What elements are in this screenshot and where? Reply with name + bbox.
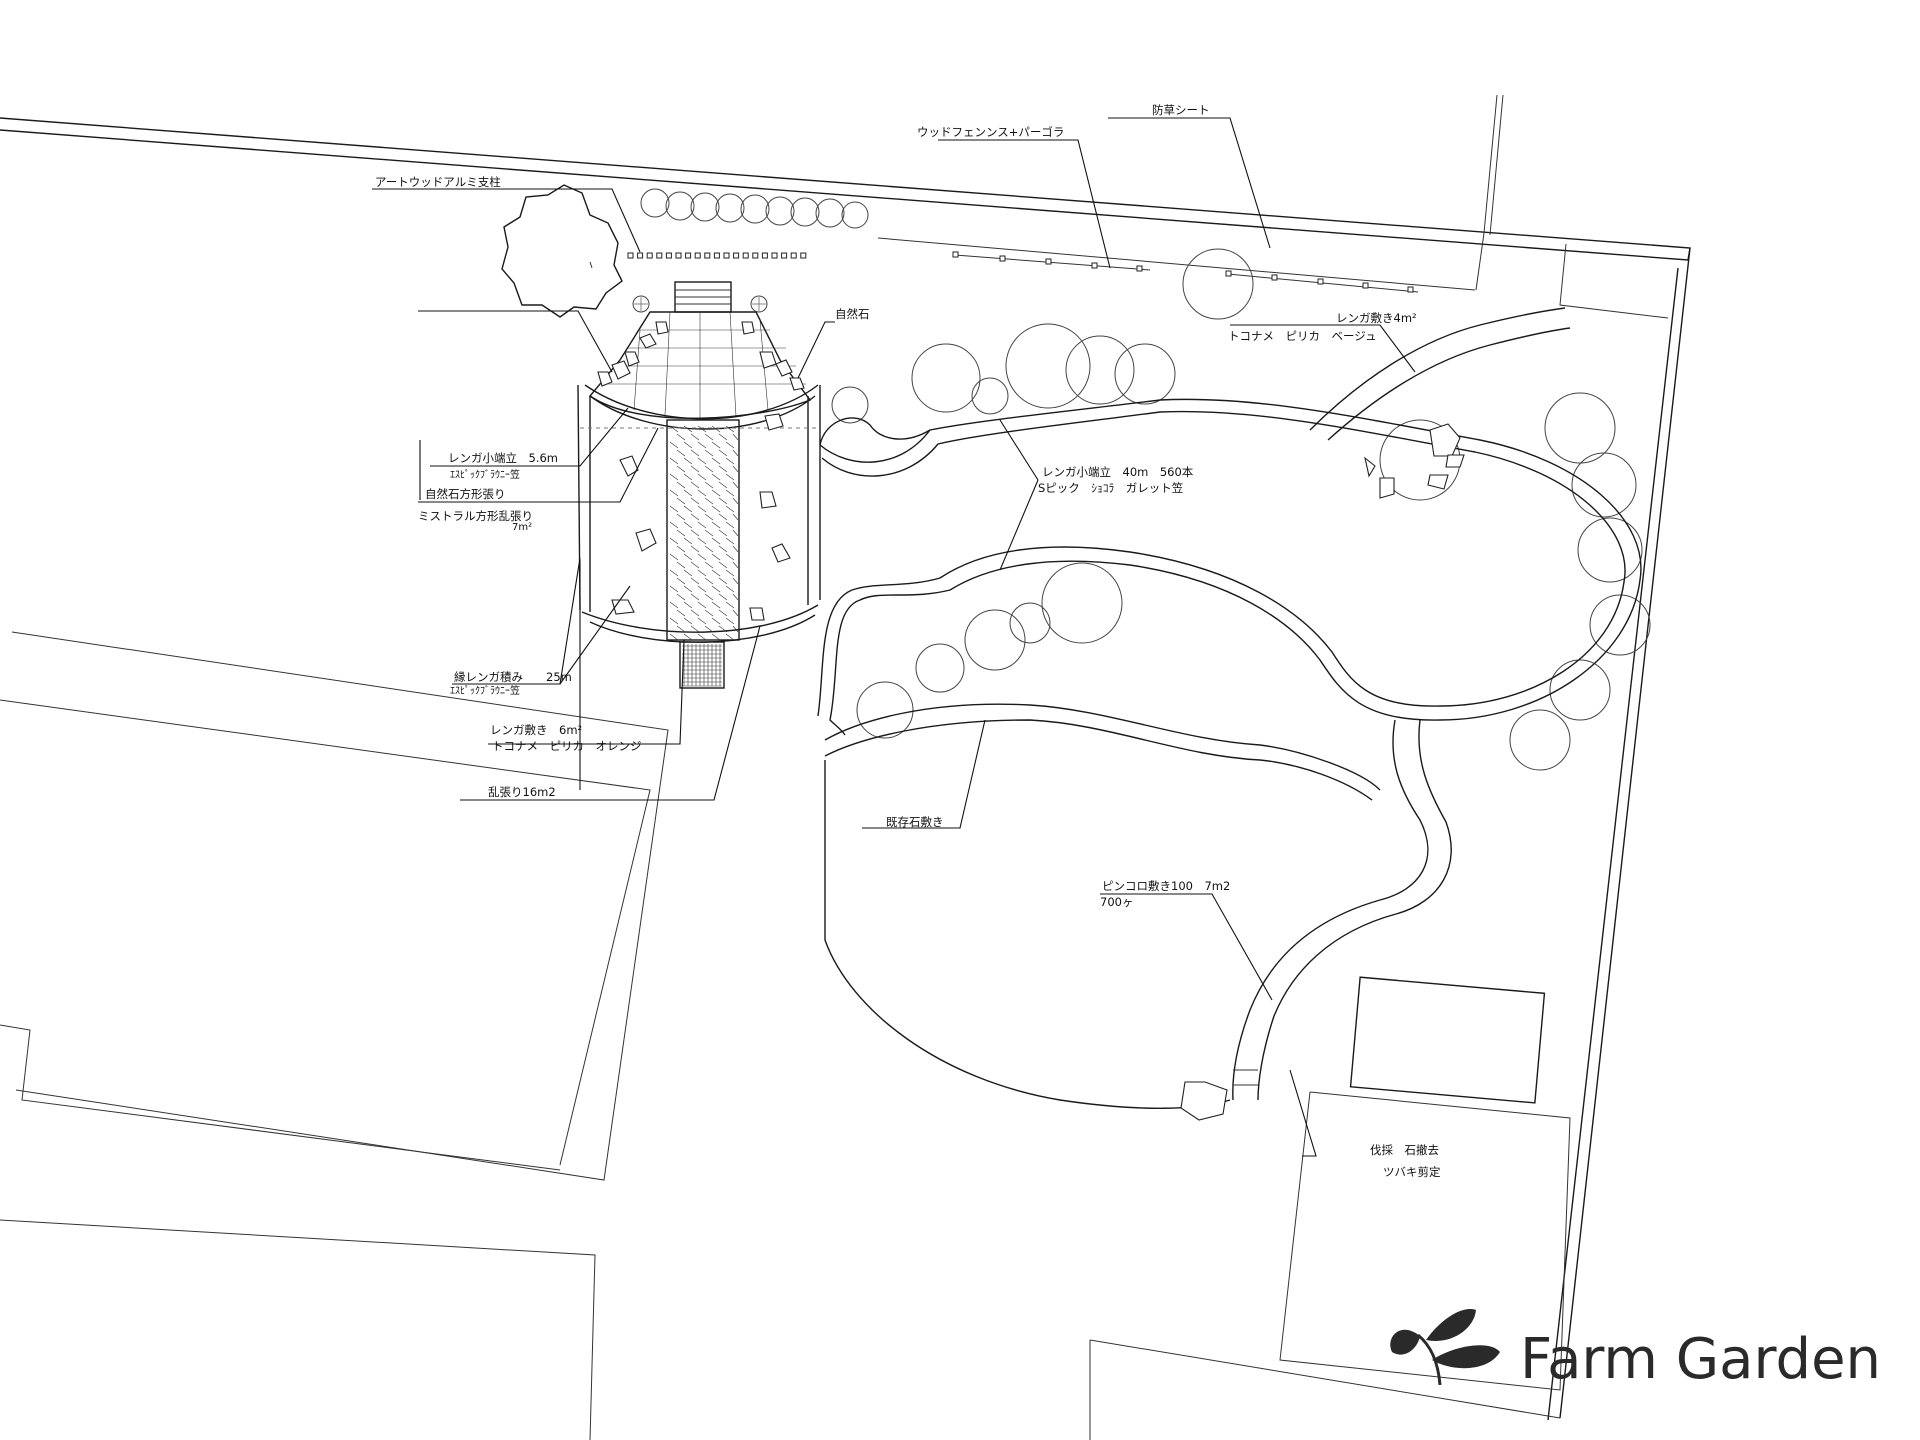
- canopy-trees: [831, 248, 1651, 771]
- wood-fence-pergola: [877, 237, 1476, 293]
- sprout-leaf-icon: [1390, 1309, 1500, 1386]
- pincoro-path: [1232, 719, 1452, 1101]
- label-edge-brick-stack-detail: ｴｽﾋﾟｯｸﾌﾞﾗｳﾆｰ笠: [450, 684, 520, 697]
- label-camellia: ツバキ剪定: [1383, 1165, 1441, 1179]
- storage-shed: [1349, 976, 1546, 1104]
- farm-garden-logo: Farm Garden: [1390, 1309, 1881, 1392]
- label-brick-paving-path: レンガ敷き 6m²: [490, 723, 582, 737]
- label-brick-paving-ne: レンガ敷き4m²: [1336, 311, 1417, 325]
- art-wood-posts: [627, 252, 807, 259]
- label-mistral-area: 7m²: [512, 522, 532, 533]
- label-existing-stone: 既存石敷き: [886, 815, 944, 829]
- label-natural-stone-square: 自然石方形張り: [425, 487, 506, 501]
- label-weed-sheet: 防草シート: [1152, 103, 1210, 117]
- label-wood-fence: ウッドフェンンス+パーゴラ: [917, 125, 1064, 139]
- brick-edged-bed: [817, 398, 1642, 736]
- ne-brick-path: [1309, 307, 1571, 441]
- label-natural-stone: 自然石: [835, 307, 870, 321]
- label-pincoro-count: 700ヶ: [1100, 895, 1133, 909]
- hedge-shrubs: [640, 188, 869, 229]
- label-crazy-paving: 乱張り16m2: [488, 785, 556, 799]
- label-brick-edge-large: レンガ小端立 40m 560本: [1042, 465, 1194, 479]
- label-pincoro: ピンコロ敷き100 7m2: [1102, 879, 1230, 893]
- label-mistral-square: ミストラル方形乱張り: [418, 509, 533, 523]
- natural-stones: [1180, 423, 1465, 1121]
- adjacent-building-outline: [0, 631, 1571, 1440]
- label-edge-brick-stack: 縁レンガ積み 25m: [454, 670, 572, 684]
- property-boundary: [0, 94, 1691, 1421]
- label-brick-paving-path-detail: トコナメ ピリカ オレンジ: [492, 739, 642, 753]
- courtyard-structure: [577, 281, 821, 689]
- label-brick-edge-small-detail: ｴｽﾋﾟｯｸﾌﾞﾗｳﾆｰ笠: [450, 468, 520, 481]
- label-brick-edge-large-detail: Sピック ｼｮｺﾗ ガレット笠: [1038, 481, 1183, 495]
- annotation-leaders: [372, 117, 1416, 1157]
- large-tree: [501, 184, 623, 318]
- brand-name: Farm Garden: [1520, 1327, 1881, 1392]
- label-felling: 伐採 石撤去: [1370, 1143, 1439, 1157]
- label-art-wood-post: アートウッドアルミ支柱: [375, 175, 501, 189]
- label-brick-paving-ne-detail: トコナメ ピリカ ベージュ: [1228, 329, 1376, 343]
- annotation-labels: アートウッドアルミ支柱 ウッドフェンンス+パーゴラ 防草シート 自然石 レンガ敷…: [375, 103, 1441, 1179]
- label-brick-edge-small: レンガ小端立 5.6m: [448, 451, 558, 465]
